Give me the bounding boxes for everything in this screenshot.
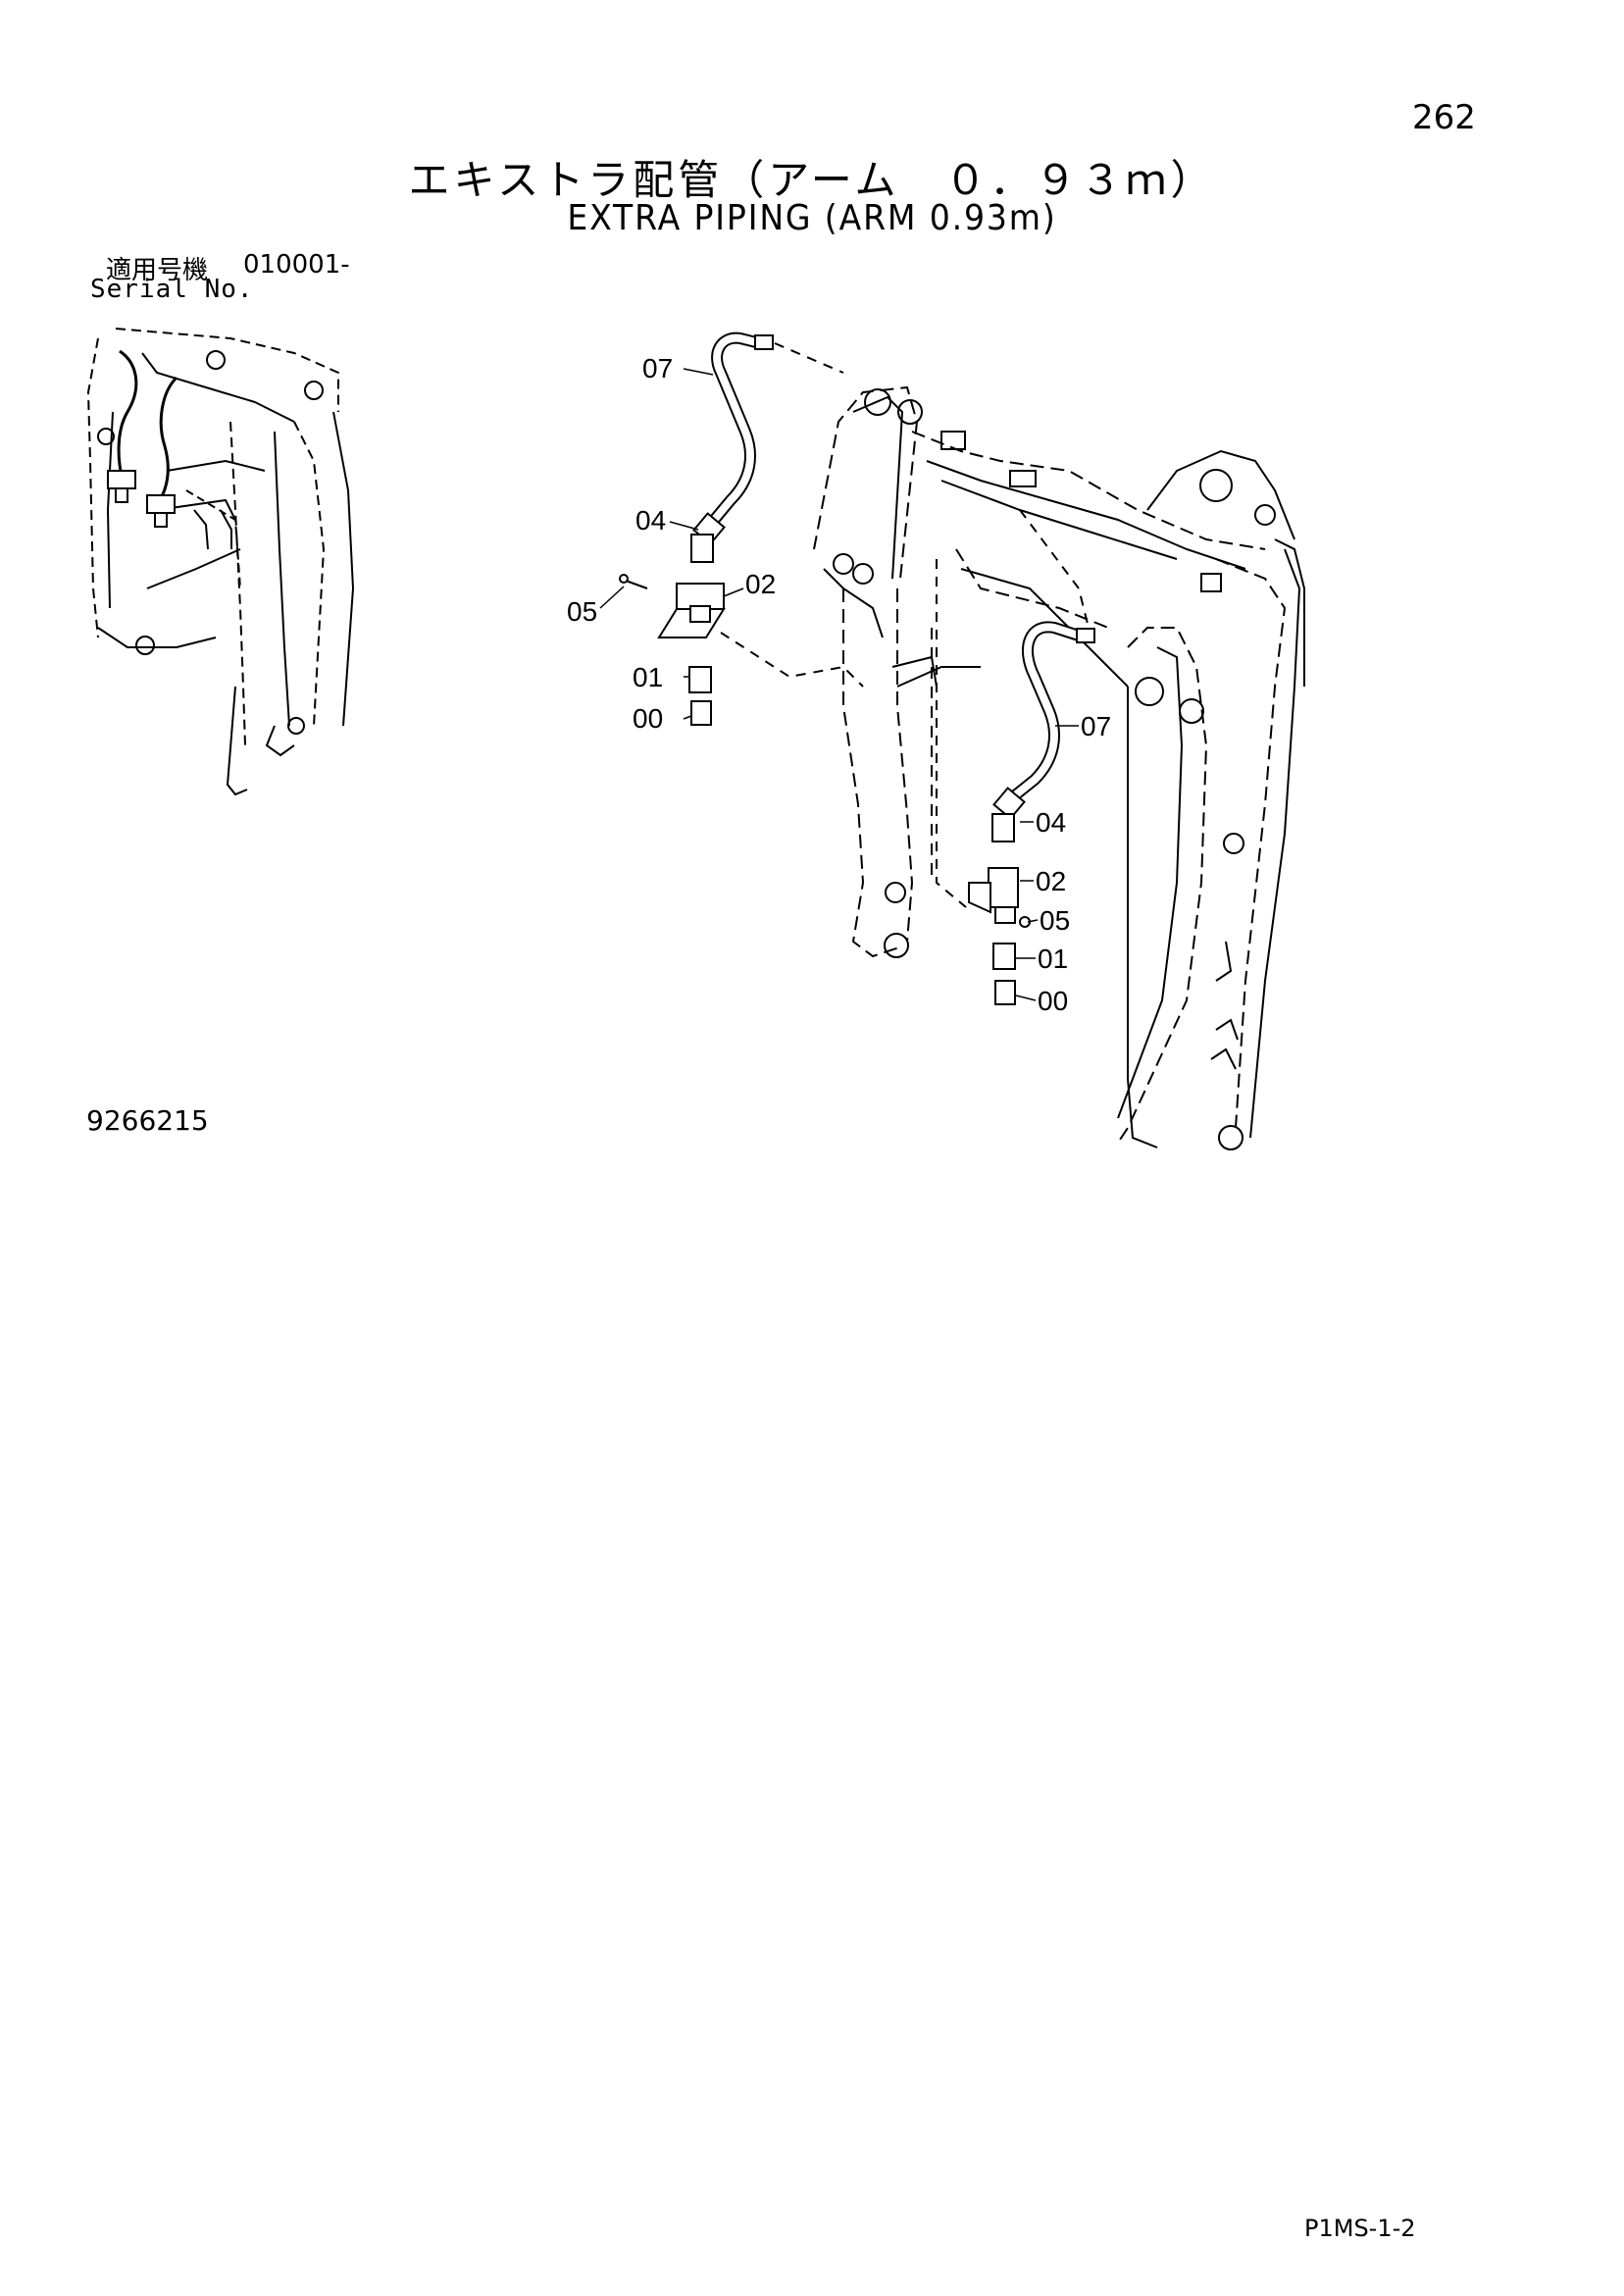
- page-title-english: EXTRA PIPING (ARM 0.93m): [567, 198, 1057, 238]
- serial-label-japanese: 適用号機: [106, 256, 209, 285]
- right-hose-assembly: [968, 621, 1095, 1005]
- callouts-left: 07 04 02 05 01 00: [567, 353, 776, 734]
- serial-label-english: Serial No.: [90, 275, 254, 304]
- callout-02-left: 02: [745, 569, 776, 599]
- callouts-right: 07 04 02 05 01 00: [1036, 711, 1111, 1016]
- left-hose-assembly: [619, 332, 774, 726]
- drawing-number: 9266215: [86, 1104, 209, 1137]
- page-number: 262: [1412, 98, 1476, 137]
- callout-leaders: [599, 368, 1079, 1001]
- callout-02-right: 02: [1036, 866, 1066, 896]
- arm-drawing: [720, 342, 1305, 1150]
- callout-04-left: 04: [635, 505, 666, 536]
- callout-00-left: 00: [633, 703, 663, 734]
- callout-04-right: 04: [1036, 807, 1066, 838]
- page-title-japanese: エキストラ配管（アーム ０．９３ｍ）: [408, 156, 1216, 204]
- callout-01-left: 01: [633, 662, 663, 692]
- callout-07-left: 07: [642, 353, 673, 383]
- callout-01-right: 01: [1038, 944, 1068, 974]
- page-code: P1MS-1-2: [1304, 2215, 1416, 2242]
- callout-05-left: 05: [567, 596, 597, 627]
- overview-drawing: [86, 328, 355, 796]
- callout-00-right: 00: [1038, 986, 1068, 1016]
- callout-05-right: 05: [1040, 905, 1070, 936]
- serial-range: 010001-: [243, 250, 350, 280]
- callout-07-right: 07: [1081, 711, 1111, 741]
